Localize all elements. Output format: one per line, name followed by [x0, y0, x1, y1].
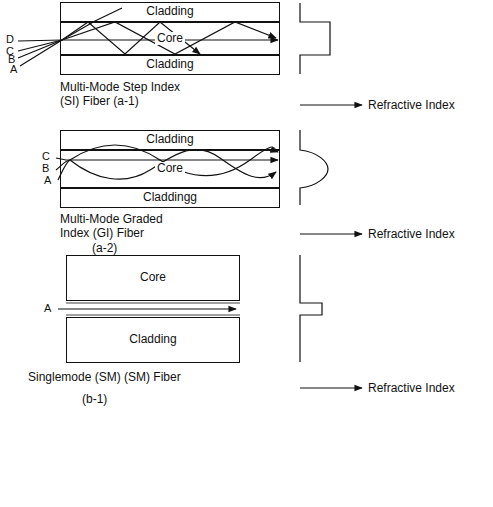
cladding-band: Cladding — [60, 130, 280, 150]
ray-label: C — [42, 150, 50, 163]
core-band: Core — [60, 150, 280, 188]
figure-caption: Multi-Mode Step Index (SI) Fiber (a-1) — [60, 80, 195, 109]
band-label: Claddingg — [141, 191, 199, 205]
ray-label: A — [44, 302, 51, 315]
cladding-band: Cladding — [60, 2, 280, 22]
index-profile — [300, 255, 362, 388]
band-label: Cladding — [144, 58, 195, 72]
band-label: Cladding — [144, 5, 195, 19]
band-label: Core — [155, 162, 185, 176]
figure-number: (a-2) — [92, 241, 117, 255]
band-label: Cladding — [127, 333, 178, 347]
axis-label: Refractive Index — [368, 227, 455, 241]
cladding-band: Cladding — [60, 55, 280, 75]
axis-label: Refractive Index — [368, 381, 455, 395]
figure-caption: Multi-Mode Graded Index (GI) Fiber — [60, 212, 190, 241]
ray-label: A — [44, 174, 51, 187]
cladding-region: Cladding — [66, 317, 240, 363]
ray-label: D — [6, 33, 14, 46]
index-profile — [300, 130, 362, 234]
ray-label: B — [42, 162, 49, 175]
core-band: Core — [60, 22, 280, 55]
core-region: Core — [66, 255, 240, 301]
light-ray — [58, 303, 240, 315]
index-profile — [300, 3, 362, 105]
cladding-band: Claddingg — [60, 188, 280, 208]
figure-caption: Singlemode (SM) (SM) Fiber — [28, 370, 198, 384]
figure-number: (b-1) — [82, 392, 107, 406]
band-label: Core — [138, 271, 168, 285]
band-label: Core — [155, 32, 185, 46]
ray-label: A — [10, 63, 17, 76]
axis-label: Refractive Index — [368, 98, 455, 112]
band-label: Cladding — [144, 133, 195, 147]
